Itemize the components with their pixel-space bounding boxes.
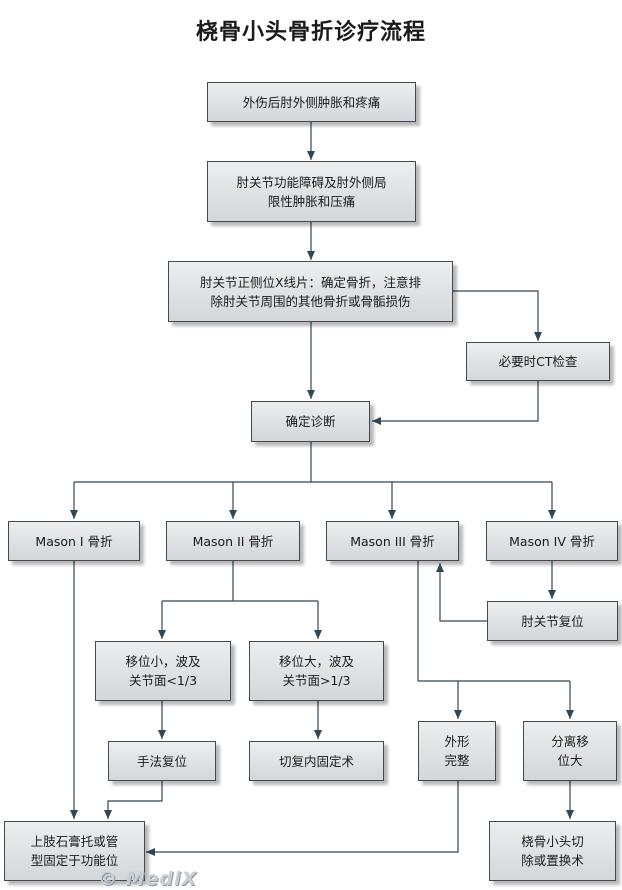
arrow-intact-to-cast <box>146 781 459 856</box>
box-mason2: Mason II 骨折 <box>166 521 300 561</box>
box-xray: 肘关节正侧位X线片：确定骨折，注意排 除肘关节周围的其他骨折或骨骺损伤 <box>168 261 453 322</box>
box-mason3: Mason III 骨折 <box>326 521 459 561</box>
arrow-reduction-to-mason3 <box>436 563 487 622</box>
arrow-ct-to-diagnosis <box>372 381 539 425</box>
box-separated: 分离移 位大 <box>523 721 617 781</box>
box-large-displacement: 移位大，波及 关节面>1/3 <box>249 641 384 701</box>
box-mason1: Mason I 骨折 <box>8 521 140 561</box>
arrow-manual-to-cast <box>104 781 163 819</box>
box-manual-reduction: 手法复位 <box>108 741 216 781</box>
diagram-title: 桡骨小头骨折诊疗流程 <box>195 20 426 45</box>
box-cast: 上肢石膏托或管 型固定于功能位 <box>4 821 145 881</box>
box-resection: 桡骨小头切 除或置换术 <box>489 821 616 881</box>
box-mason4: Mason IV 骨折 <box>486 521 618 561</box>
box-intact: 外形 完整 <box>418 721 496 781</box>
box-symptom: 外伤后肘外侧肿胀和疼痛 <box>207 82 416 122</box>
box-orif: 切复内固定术 <box>249 741 384 781</box>
box-ct: 必要时CT检查 <box>466 342 610 381</box>
box-small-displacement: 移位小，波及 关节面<1/3 <box>95 641 231 701</box>
box-diagnosis: 确定诊断 <box>251 401 370 442</box>
box-dysfunction: 肘关节功能障碍及肘外侧局 限性肿胀和压痛 <box>207 161 416 222</box>
arrow-xray-to-ct <box>453 290 542 341</box>
box-elbow-reduction: 肘关节复位 <box>487 601 618 641</box>
watermark: © MediX <box>98 868 198 890</box>
